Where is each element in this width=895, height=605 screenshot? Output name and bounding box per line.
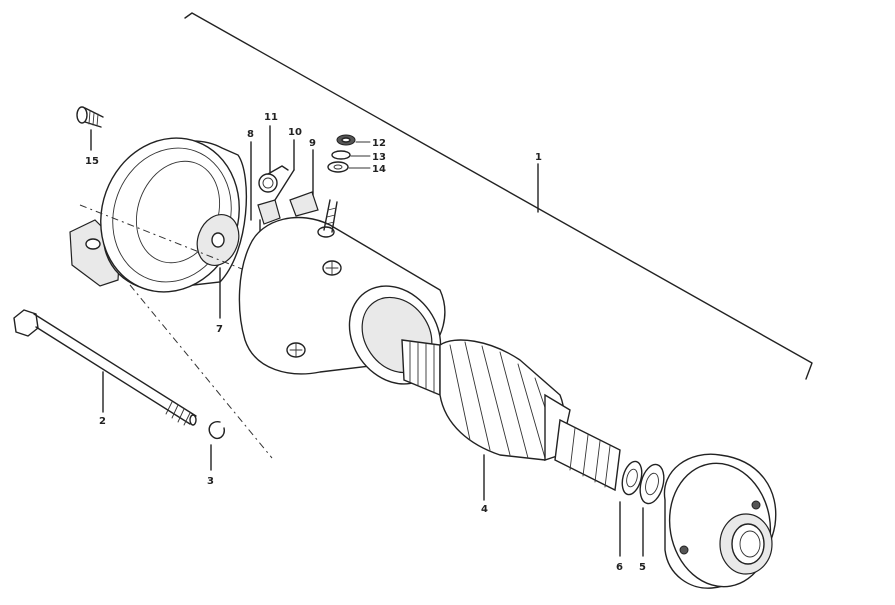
callout-8: 8 — [247, 129, 254, 140]
callout-12: 12 — [372, 138, 386, 149]
washers-5-6 — [619, 460, 665, 557]
callout-6: 6 — [616, 562, 623, 573]
assembly-bracket-1 — [184, 12, 813, 380]
drive-end-frame — [663, 453, 777, 589]
callout-10: 10 — [288, 127, 302, 138]
part-15-screw — [76, 106, 104, 151]
brush-parts — [250, 125, 319, 241]
part-3-circlip — [208, 421, 226, 471]
callout-14: 14 — [372, 164, 386, 175]
callout-2: 2 — [99, 416, 106, 427]
part-7-end-cover — [69, 137, 271, 319]
callout-1: 1 — [535, 152, 542, 163]
terminal-washers — [327, 134, 371, 173]
part-4-armature — [401, 339, 621, 501]
callout-5: 5 — [639, 562, 646, 573]
callout-9: 9 — [309, 138, 316, 149]
callout-11: 11 — [264, 112, 278, 123]
callout-4: 4 — [481, 504, 488, 515]
callout-7: 7 — [216, 324, 223, 335]
yoke-housing — [238, 199, 446, 385]
part-2-through-bolt — [13, 284, 273, 459]
callout-13: 13 — [372, 152, 386, 163]
callout-3: 3 — [207, 476, 214, 487]
callout-15: 15 — [85, 156, 99, 167]
callout-labels: 1 2 3 4 5 6 7 8 9 10 11 12 13 14 15 — [85, 112, 646, 573]
